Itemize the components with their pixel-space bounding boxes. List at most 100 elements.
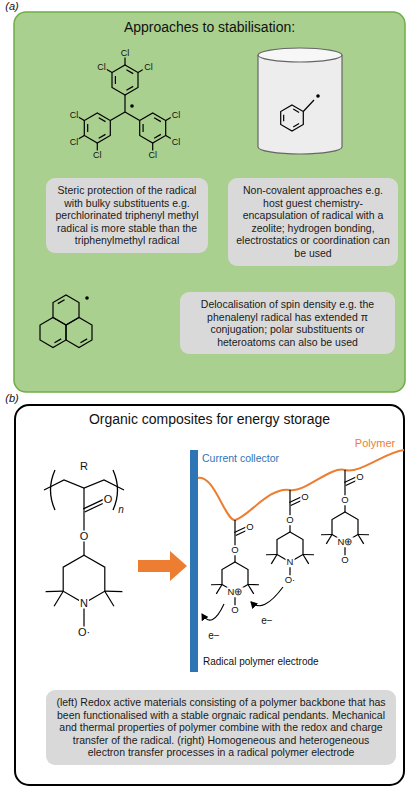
bond-line: [248, 584, 259, 585]
label: Current collector: [201, 453, 280, 464]
radical-dot: [316, 94, 320, 98]
label: O: [230, 605, 239, 615]
label: R: [79, 461, 89, 472]
box-text: (left) Redox active materials consisting…: [53, 696, 389, 759]
text-box: Non-covalent approaches e.g. host guest …: [228, 178, 398, 266]
panel: Approaches to stabilisation: Steric prote…: [14, 12, 405, 392]
orange-arrow: [138, 551, 187, 581]
label: O: [340, 555, 349, 565]
label: Cl: [147, 151, 158, 160]
electron-arrow: [251, 587, 283, 606]
bond-line: [154, 134, 161, 138]
label: N⊕: [227, 587, 244, 597]
ring-bond: [84, 113, 110, 143]
label: O: [103, 494, 114, 505]
bond-line: [124, 95, 125, 112]
bond-line: [303, 554, 314, 555]
zeolite-beaker: [258, 55, 342, 154]
bond-line: [126, 70, 133, 74]
bond-line: [105, 591, 114, 606]
label: O: [245, 522, 254, 532]
label: N: [79, 598, 89, 609]
bond-line: [46, 591, 64, 593]
label: e−: [260, 616, 273, 626]
bond-line: [87, 124, 88, 132]
bond-line: [99, 118, 106, 122]
radical-dot: [85, 296, 89, 300]
ring-bond: [53, 295, 79, 325]
bond-line: [358, 535, 364, 544]
panel-a-ground: [14, 12, 405, 392]
panel-title: Organic composites for energy storage: [14, 411, 405, 428]
bond-line: [283, 115, 284, 122]
ring-bond: [112, 65, 138, 95]
ring-bond: [66, 318, 92, 348]
label: n: [117, 505, 125, 515]
label: O: [355, 472, 364, 482]
repeat-bracket: [113, 470, 118, 510]
bond-line: [266, 554, 277, 555]
polymer-chain: [198, 450, 404, 520]
label: O: [79, 531, 90, 542]
label: O: [300, 492, 309, 502]
label: (b): [4, 393, 19, 404]
ring-bond: [281, 105, 304, 131]
bond-line: [115, 76, 116, 84]
label: Cl: [96, 62, 107, 71]
bond-line: [80, 339, 87, 343]
bond-line: [248, 585, 254, 594]
bond-line: [326, 535, 332, 544]
label: Cl: [143, 62, 154, 71]
bond-line: [54, 339, 61, 343]
panel-title: Approaches to stabilisation:: [14, 19, 405, 36]
bond-line: [105, 591, 123, 593]
repeat-bracket: [51, 470, 56, 510]
bond-line: [321, 534, 332, 535]
bond-line: [154, 118, 161, 122]
text-box: Steric protection of the radical with bu…: [46, 178, 208, 253]
beaker-rim: [258, 48, 342, 62]
label: O: [340, 495, 349, 505]
label: Cl: [69, 110, 80, 119]
bond-line: [54, 591, 63, 606]
current-collector-bar: [190, 450, 198, 672]
label: O·: [77, 627, 91, 638]
panel-b-frame: [15, 405, 404, 785]
bond-line: [216, 585, 222, 594]
bond-line: [99, 134, 106, 138]
bond-line: [211, 584, 222, 585]
label: Radical polymer electrode: [202, 657, 320, 667]
bond-line: [58, 300, 65, 304]
label: N: [286, 557, 295, 567]
label: (a): [4, 1, 19, 12]
bond-line: [293, 124, 299, 127]
radical-dot: [130, 104, 134, 108]
label: Polymer: [354, 438, 396, 449]
label: Cl: [92, 151, 103, 160]
bond-line: [303, 555, 309, 564]
label: Cl: [171, 137, 182, 146]
bond-line: [125, 112, 140, 121]
label: Cl: [120, 49, 131, 58]
text-box: Delocalisation of spin density e.g. the …: [180, 292, 395, 354]
bond-line: [293, 109, 299, 112]
bond-line: [126, 86, 133, 90]
box-text: Delocalisation of spin density e.g. the …: [187, 298, 388, 348]
label: O: [230, 545, 239, 555]
label: N⊕: [337, 537, 354, 547]
bond-line: [83, 488, 84, 510]
bond-line: [303, 100, 314, 112]
box-text: Non-covalent approaches e.g. host guest …: [235, 184, 391, 260]
electron-arrow: [202, 604, 224, 620]
label: Cl: [69, 137, 80, 146]
bond-line: [271, 555, 277, 564]
label: O: [285, 515, 294, 525]
ring-bond: [40, 318, 66, 348]
text-box: (left) Redox active materials consisting…: [46, 690, 396, 765]
bond-line: [142, 124, 143, 132]
bond-line: [110, 112, 125, 121]
ring-bond: [63, 555, 105, 603]
label: Cl: [171, 110, 182, 119]
bond-line: [358, 534, 369, 535]
